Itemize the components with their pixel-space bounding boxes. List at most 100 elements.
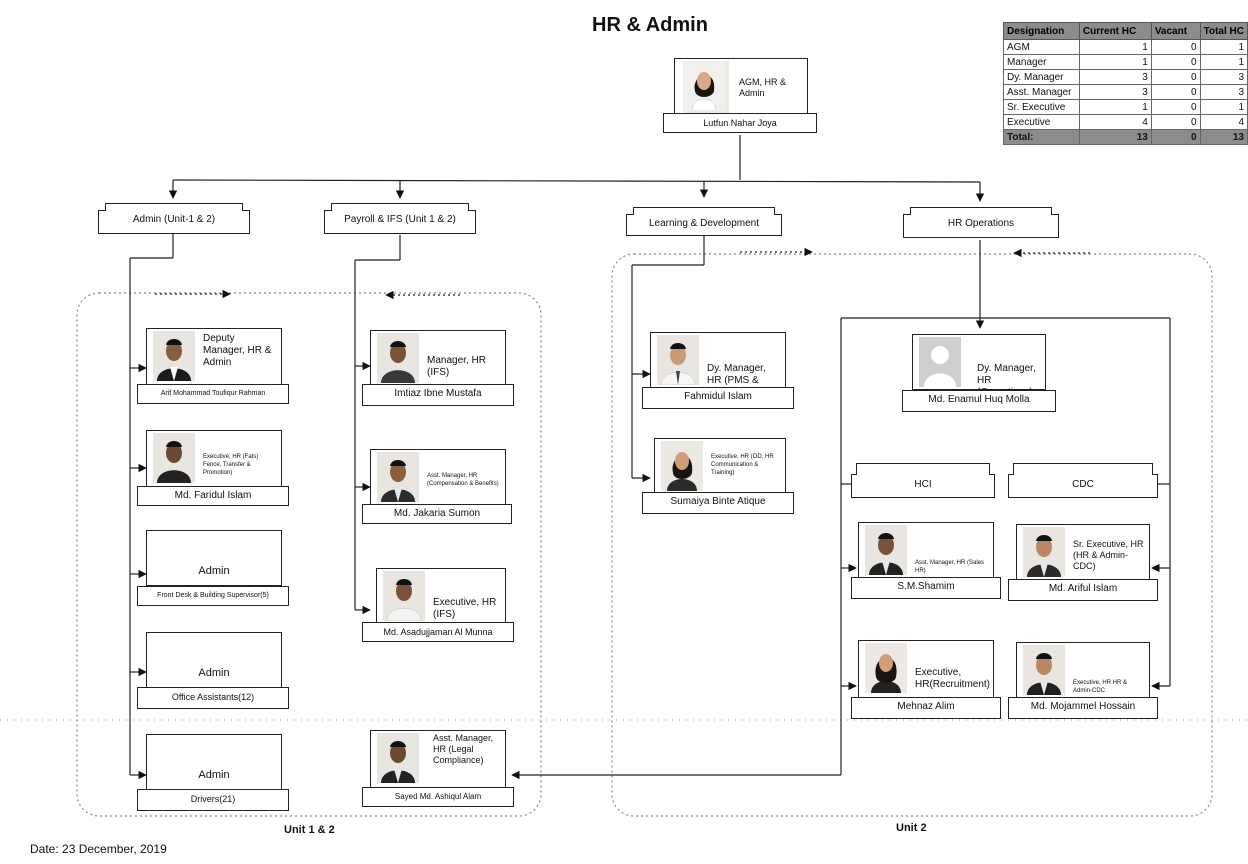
staff-card[interactable]: Sr. Executive, HR (HR & Admin-CDC) xyxy=(1016,524,1150,580)
dept-hr-operations[interactable]: HR Operations xyxy=(903,207,1059,238)
group-tab xyxy=(1013,463,1153,475)
name-bar: S.M.Shamim xyxy=(851,577,1001,599)
role-title: Asst. Manager, HR (Sales HR) xyxy=(915,560,985,574)
dept-tab xyxy=(105,203,243,211)
vacant-cell: 0 xyxy=(1150,114,1201,130)
column-header: Current HC xyxy=(1078,22,1152,40)
role-title: Executive, HR (OD, HR Communication & Tr… xyxy=(711,454,774,476)
unit-label-right: Unit 2 xyxy=(896,822,927,834)
person-photo xyxy=(377,452,419,502)
person-photo xyxy=(865,643,907,693)
table-row: Sr. Executive 1 0 1 xyxy=(1003,99,1248,115)
role-title: Admin xyxy=(198,565,230,577)
staff-card[interactable]: Executive, HR (IFS) xyxy=(376,568,506,624)
person-photo xyxy=(377,733,419,783)
avatar-placeholder-icon xyxy=(919,337,961,387)
person-male-icon xyxy=(153,331,195,381)
person-photo xyxy=(1023,645,1065,695)
role-title: AGM, HR & Admin xyxy=(739,77,787,98)
role-title: Deputy Manager, HR & Admin xyxy=(203,333,272,368)
current-hc-cell: 3 xyxy=(1078,69,1152,85)
group-label: HCI xyxy=(914,479,932,490)
staff-group-card[interactable]: Admin xyxy=(146,632,282,688)
person-male-icon xyxy=(383,571,425,621)
staff-card[interactable]: Asst. Manager, HR (Sales HR) xyxy=(858,522,994,578)
group-cdc[interactable]: CDC xyxy=(1008,463,1158,498)
name-bar: Office Assistants(12) xyxy=(137,687,289,709)
dept-tab xyxy=(910,207,1052,215)
designation-cell: Total: xyxy=(1003,129,1080,145)
column-header: Designation xyxy=(1003,22,1080,40)
dept-admin[interactable]: Admin (Unit-1 & 2) xyxy=(98,203,250,234)
role-title: Executive, HR (IFS) xyxy=(433,597,497,620)
total-hc-cell: 3 xyxy=(1199,84,1248,100)
person-male-icon xyxy=(657,335,699,385)
dept-learning-development[interactable]: Learning & Development xyxy=(626,207,782,236)
current-hc-cell: 1 xyxy=(1078,99,1152,115)
staff-card[interactable]: Asst. Manager, HR (Compensation & Benefi… xyxy=(370,449,506,505)
total-hc-cell: 13 xyxy=(1199,129,1248,145)
dept-payroll[interactable]: Payroll & IFS (Unit 1 & 2) xyxy=(324,203,476,234)
person-male-icon xyxy=(377,333,419,383)
table-row: Asst. Manager 3 0 3 xyxy=(1003,84,1248,100)
vacant-cell: 0 xyxy=(1150,69,1201,85)
person-photo xyxy=(657,335,699,385)
person-male-icon xyxy=(1023,645,1065,695)
person-male-icon xyxy=(377,733,419,783)
staff-card[interactable]: Executive, HR HR & Admin-CDC xyxy=(1016,642,1150,698)
person-photo xyxy=(1023,527,1065,577)
person-female-icon xyxy=(661,441,703,491)
name-bar: Md. Ariful Islam xyxy=(1008,579,1158,601)
current-hc-cell: 1 xyxy=(1078,54,1152,70)
name-bar: Md. Mojammel Hossain xyxy=(1008,697,1158,719)
designation-cell: Manager xyxy=(1003,54,1080,70)
name-bar: Md. Jakaria Sumon xyxy=(362,504,512,524)
role-title: Executive, HR HR & Admin-CDC xyxy=(1073,680,1128,694)
person-male-icon xyxy=(377,452,419,502)
designation-cell: Dy. Manager xyxy=(1003,69,1080,85)
table-row: Dy. Manager 3 0 3 xyxy=(1003,69,1248,85)
staff-card[interactable]: Asst. Manager, HR (Legal Compliance) xyxy=(370,730,506,788)
person-photo xyxy=(153,433,195,483)
designation-cell: Asst. Manager xyxy=(1003,84,1080,100)
column-header: Vacant xyxy=(1150,22,1201,40)
staff-card[interactable]: Executive, HR(Recruitment) xyxy=(858,640,994,698)
table-total-row: Total: 13 0 13 xyxy=(1003,129,1248,145)
staff-card[interactable]: Dy. Manager, HR (Operations) xyxy=(912,334,1046,398)
person-photo xyxy=(661,441,703,491)
staff-group-card[interactable]: Admin xyxy=(146,530,282,586)
name-bar: Sayed Md. Ashiqul Alam xyxy=(362,787,514,807)
name-bar: Arif Mohammad Toufiqur Rahman xyxy=(137,384,289,404)
table-row: Manager 1 0 1 xyxy=(1003,54,1248,70)
group-hci[interactable]: HCI xyxy=(851,463,995,498)
name-bar: Imtiaz Ibne Mustafa xyxy=(362,384,514,406)
person-male-icon xyxy=(153,433,195,483)
dept-tab xyxy=(331,203,469,211)
name-bar: Md. Faridul Islam xyxy=(137,486,289,506)
table-row: AGM 1 0 1 xyxy=(1003,39,1248,55)
head-card[interactable]: AGM, HR & Admin xyxy=(674,58,808,118)
staff-card[interactable]: Dy. Manager, HR (PMS & Training) xyxy=(650,332,786,398)
person-female-icon xyxy=(865,643,907,693)
staff-card[interactable]: Executive, HR (Fats) Fence, Transfer & P… xyxy=(146,430,282,488)
staff-card[interactable]: Executive, HR (OD, HR Communication & Tr… xyxy=(654,438,786,494)
date-text: Date: 23 December, 2019 xyxy=(30,842,167,856)
person-photo xyxy=(153,331,195,381)
person-photo xyxy=(919,337,961,387)
total-hc-cell: 4 xyxy=(1199,114,1248,130)
dept-label: Admin (Unit-1 & 2) xyxy=(132,214,216,225)
name-bar: Md. Asadujjaman Al Munna xyxy=(362,622,514,642)
staff-card[interactable]: Deputy Manager, HR & Admin xyxy=(146,328,282,386)
staff-card[interactable]: Manager, HR (IFS) xyxy=(370,330,506,386)
headcount-table: Designation Current HC Vacant Total HC A… xyxy=(1003,22,1248,145)
total-hc-cell: 3 xyxy=(1199,69,1248,85)
dept-label: Learning & Development xyxy=(648,218,760,229)
person-photo xyxy=(865,525,907,575)
current-hc-cell: 3 xyxy=(1078,84,1152,100)
role-title: Manager, HR (IFS) xyxy=(427,355,486,378)
staff-group-card[interactable]: Admin xyxy=(146,734,282,790)
table-header-row: Designation Current HC Vacant Total HC xyxy=(1003,22,1248,40)
person-male-icon xyxy=(865,525,907,575)
vacant-cell: 0 xyxy=(1150,99,1201,115)
